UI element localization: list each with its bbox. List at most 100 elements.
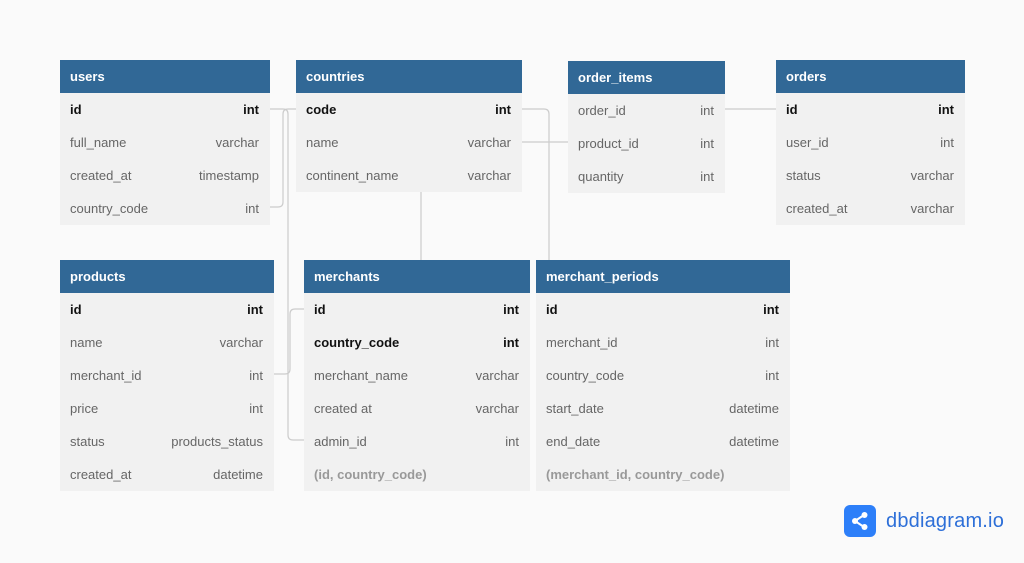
field-name: merchant_name xyxy=(314,368,408,383)
field-name: end_date xyxy=(546,434,601,449)
field-type: int xyxy=(505,434,519,449)
field-type: int xyxy=(700,169,714,184)
table-header[interactable]: products xyxy=(60,260,274,293)
field-type: int xyxy=(763,302,779,317)
field-name: id xyxy=(314,302,326,317)
field-type: int xyxy=(938,102,954,117)
field-type: varchar xyxy=(910,168,954,183)
table-index-row[interactable]: (id, country_code) xyxy=(304,458,530,491)
table-header[interactable]: merchant_periods xyxy=(536,260,790,293)
field-name: quantity xyxy=(578,169,624,184)
field-name: created_at xyxy=(70,168,132,183)
field-type: int xyxy=(765,335,779,350)
table-header[interactable]: users xyxy=(60,60,270,93)
table-header[interactable]: order_items xyxy=(568,61,725,94)
field-type: varchar xyxy=(475,401,519,416)
field-name: full_name xyxy=(70,135,127,150)
field-name: (merchant_id, country_code) xyxy=(546,467,725,482)
link-countries-merchant-periods xyxy=(522,108,550,260)
table-field-row[interactable]: id int xyxy=(60,93,270,126)
table-field-row[interactable]: country_code int xyxy=(60,192,270,225)
table-field-row[interactable]: created at varchar xyxy=(304,392,530,425)
table-field-row[interactable]: merchant_id int xyxy=(536,326,790,359)
link-users-countries xyxy=(270,108,296,208)
field-type: varchar xyxy=(910,201,954,216)
table-field-row[interactable]: quantity int xyxy=(568,160,725,193)
field-type: int xyxy=(700,136,714,151)
field-name: code xyxy=(306,102,337,117)
field-type: int xyxy=(765,368,779,383)
brand-logo[interactable]: dbdiagram.io xyxy=(844,504,1004,538)
field-name: created at xyxy=(314,401,372,416)
field-name: country_code xyxy=(314,335,400,350)
field-type: int xyxy=(249,401,263,416)
field-name: product_id xyxy=(578,136,639,151)
table-field-row[interactable]: name varchar xyxy=(296,126,522,159)
field-type: int xyxy=(503,335,519,350)
field-name: country_code xyxy=(70,201,149,216)
table-field-row[interactable]: merchant_id int xyxy=(60,359,274,392)
table-header[interactable]: countries xyxy=(296,60,522,93)
table-field-row[interactable]: price int xyxy=(60,392,274,425)
field-name: price xyxy=(70,401,99,416)
table-field-row[interactable]: end_date datetime xyxy=(536,425,790,458)
field-type: int xyxy=(247,302,263,317)
field-name: merchant_id xyxy=(546,335,618,350)
link-products-merchants xyxy=(274,308,304,375)
table-field-row[interactable]: country_code int xyxy=(304,326,530,359)
table-field-row[interactable]: created_at timestamp xyxy=(60,159,270,192)
field-type: timestamp xyxy=(199,168,259,183)
table-field-row[interactable]: name varchar xyxy=(60,326,274,359)
field-type: datetime xyxy=(729,434,779,449)
field-name: status xyxy=(786,168,821,183)
field-name: created_at xyxy=(70,467,132,482)
field-name: created_at xyxy=(786,201,848,216)
field-type: int xyxy=(249,368,263,383)
field-name: merchant_id xyxy=(70,368,142,383)
field-name: name xyxy=(306,135,339,150)
table-field-row[interactable]: created_at varchar xyxy=(776,192,965,225)
table-field-row[interactable]: status varchar xyxy=(776,159,965,192)
field-name: name xyxy=(70,335,103,350)
table-field-row[interactable]: user_id int xyxy=(776,126,965,159)
field-name: continent_name xyxy=(306,168,399,183)
field-name: id xyxy=(546,302,558,317)
field-type: int xyxy=(940,135,954,150)
share-nodes-icon xyxy=(844,505,876,537)
table-header[interactable]: merchants xyxy=(304,260,530,293)
field-name: start_date xyxy=(546,401,604,416)
field-name: status xyxy=(70,434,105,449)
field-name: user_id xyxy=(786,135,829,150)
field-type: int xyxy=(243,102,259,117)
field-type: varchar xyxy=(219,335,263,350)
field-type: int xyxy=(503,302,519,317)
table-field-row[interactable]: product_id int xyxy=(568,127,725,160)
field-name: id xyxy=(70,102,82,117)
table-header[interactable]: orders xyxy=(776,60,965,93)
table-index-row[interactable]: (merchant_id, country_code) xyxy=(536,458,790,491)
table-field-row[interactable]: id int xyxy=(536,293,790,326)
field-type: int xyxy=(245,201,259,216)
field-type: varchar xyxy=(467,135,511,150)
table-field-row[interactable]: id int xyxy=(304,293,530,326)
